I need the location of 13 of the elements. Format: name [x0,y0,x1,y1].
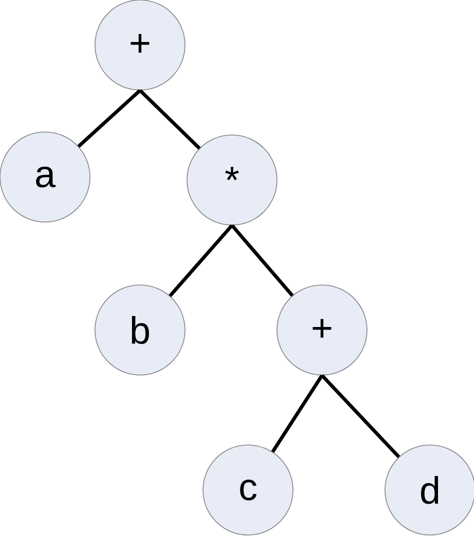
tree-node: b [94,284,186,376]
tree-node: d [384,444,474,536]
tree-node: * [186,134,278,226]
tree-edge [320,374,400,458]
tree-node: c [202,444,294,536]
tree-edge [271,374,324,453]
tree-edge [77,89,142,148]
tree-edge [138,89,201,150]
tree-node: a [0,132,90,222]
tree-node: + [94,0,186,90]
tree-edge [230,224,294,297]
tree-node: + [276,284,368,376]
tree-edge [168,224,234,298]
